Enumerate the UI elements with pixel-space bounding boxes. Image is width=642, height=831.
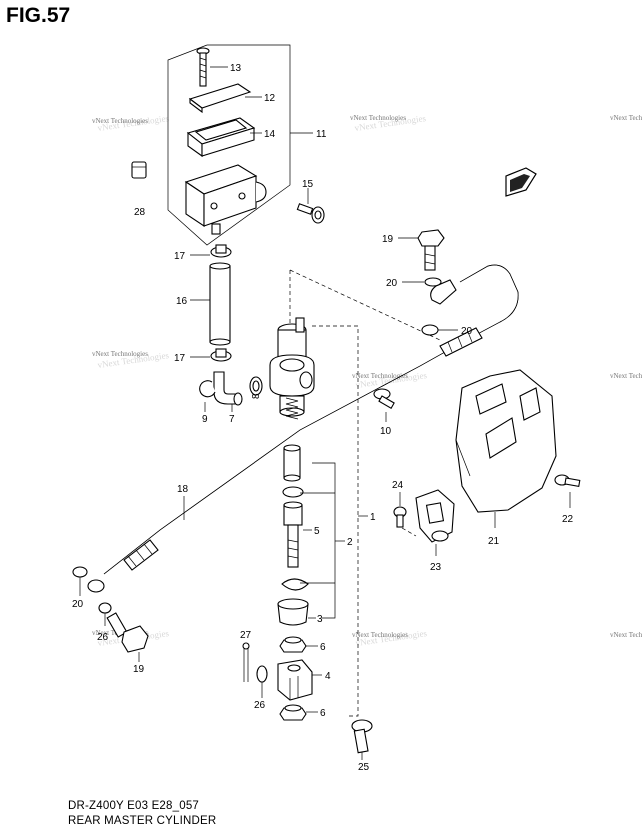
bracket-2 bbox=[312, 462, 336, 619]
union-bolt-19-lower bbox=[106, 612, 149, 653]
callout-23: 23 bbox=[430, 562, 442, 573]
callout-12: 12 bbox=[264, 93, 276, 104]
callout-3: 3 bbox=[317, 614, 323, 625]
circlip-piston bbox=[281, 578, 309, 591]
watermarks: vNext Technologies vNext Technologies vN… bbox=[92, 113, 642, 648]
screw-13 bbox=[196, 47, 210, 87]
callout-28: 28 bbox=[134, 207, 146, 218]
callout-11: 11 bbox=[316, 129, 327, 140]
hose-clamp-upper bbox=[210, 244, 232, 258]
banjo-eye bbox=[87, 579, 105, 593]
callout-6-lower: 6 bbox=[320, 708, 326, 719]
washer-20-mid bbox=[421, 324, 439, 336]
bolt-24 bbox=[393, 506, 407, 528]
watermark-text: vNext Technologies bbox=[92, 350, 148, 358]
nut-6-upper bbox=[279, 636, 307, 653]
nut-6-lower bbox=[279, 704, 307, 721]
watermark-text: vNext Technologies bbox=[610, 631, 642, 639]
bolt-10 bbox=[373, 388, 395, 409]
callout-6-upper: 6 bbox=[320, 642, 326, 653]
bolt-15 bbox=[296, 203, 325, 224]
reservoir-assembly: 11 bbox=[167, 44, 327, 246]
callout-21: 21 bbox=[488, 536, 500, 547]
diaphragm-14 bbox=[186, 117, 256, 158]
callout-18: 18 bbox=[177, 484, 189, 495]
callout-20-lower: 20 bbox=[72, 599, 84, 610]
front-direction-arrow-icon bbox=[505, 167, 537, 197]
model-code: DR-Z400Y E03 E28_057 bbox=[68, 800, 200, 812]
callout-19-lower: 19 bbox=[133, 664, 145, 675]
push-rod-5 bbox=[283, 501, 303, 568]
callout-17-upper: 17 bbox=[174, 251, 186, 262]
callout-8: 8 bbox=[251, 393, 262, 399]
callout-1: 1 bbox=[370, 512, 376, 523]
cover-21 bbox=[455, 369, 557, 513]
hose-clamp-lower bbox=[210, 348, 232, 362]
reservoir-body bbox=[184, 164, 267, 235]
figure-title: FIG.57 bbox=[6, 4, 71, 27]
dash-guide-24 bbox=[401, 527, 417, 537]
clevis-4 bbox=[277, 659, 313, 701]
callout-16: 16 bbox=[176, 296, 188, 307]
dust-boot-3 bbox=[277, 598, 309, 626]
callout-24: 24 bbox=[392, 480, 404, 491]
washer-20-upper bbox=[424, 277, 442, 287]
reservoir-plate-12 bbox=[188, 83, 252, 109]
piston-cup bbox=[283, 444, 301, 482]
washer-26-left bbox=[98, 602, 112, 614]
callout-10: 10 bbox=[380, 426, 392, 437]
cotter-pin-27 bbox=[242, 642, 250, 682]
watermark-text: vNext Technologies bbox=[610, 372, 642, 380]
callout-9: 9 bbox=[202, 414, 208, 425]
callout-22: 22 bbox=[562, 514, 574, 525]
callout-4: 4 bbox=[325, 671, 331, 682]
callout-27: 27 bbox=[240, 630, 252, 641]
clevis-pin-25 bbox=[351, 719, 373, 754]
callout-26-lower: 26 bbox=[254, 700, 266, 711]
callout-5: 5 bbox=[314, 526, 320, 537]
callout-17-lower: 17 bbox=[174, 353, 186, 364]
callout-19-upper: 19 bbox=[382, 234, 394, 245]
brake-hose-18 bbox=[103, 264, 519, 575]
callout-15: 15 bbox=[302, 179, 314, 190]
bracket-1 bbox=[312, 325, 359, 717]
o-ring-8-inner bbox=[252, 380, 260, 392]
bracket-23 bbox=[415, 489, 455, 543]
hose-union-7 bbox=[213, 371, 243, 406]
callout-20-mid: 20 bbox=[461, 326, 473, 337]
return-spring bbox=[285, 397, 299, 420]
watermark-text: vNext Technologies bbox=[92, 117, 148, 125]
watermark-text: vNext Technologies bbox=[350, 114, 406, 122]
bolt-22 bbox=[554, 474, 581, 487]
watermark-text: vNext Technologies bbox=[352, 372, 408, 380]
callout-26-left: 26 bbox=[97, 632, 109, 643]
washer-26-lower bbox=[256, 665, 268, 683]
watermark-text: vNext Technologies bbox=[610, 114, 642, 122]
reservoir-hose-16 bbox=[209, 262, 231, 346]
callout-7: 7 bbox=[229, 414, 235, 425]
circlip-9 bbox=[199, 380, 216, 398]
watermark-text: vNext Technologies bbox=[352, 631, 408, 639]
callout-20-upper: 20 bbox=[386, 278, 398, 289]
callout-13: 13 bbox=[230, 63, 242, 74]
callout-25: 25 bbox=[358, 762, 370, 773]
washer-20-lower bbox=[72, 566, 88, 578]
master-cylinder-body bbox=[269, 317, 315, 417]
washer-seal bbox=[282, 486, 304, 498]
callout-14: 14 bbox=[264, 129, 276, 140]
union-bolt-19-upper bbox=[417, 229, 445, 271]
diagram-caption: REAR MASTER CYLINDER bbox=[68, 815, 217, 827]
dash-guide-to-hose bbox=[289, 269, 441, 341]
reservoir-plate-edge bbox=[189, 97, 203, 114]
cap-28 bbox=[131, 161, 147, 179]
reservoir-group-outline bbox=[167, 44, 291, 246]
callout-2: 2 bbox=[347, 537, 353, 548]
